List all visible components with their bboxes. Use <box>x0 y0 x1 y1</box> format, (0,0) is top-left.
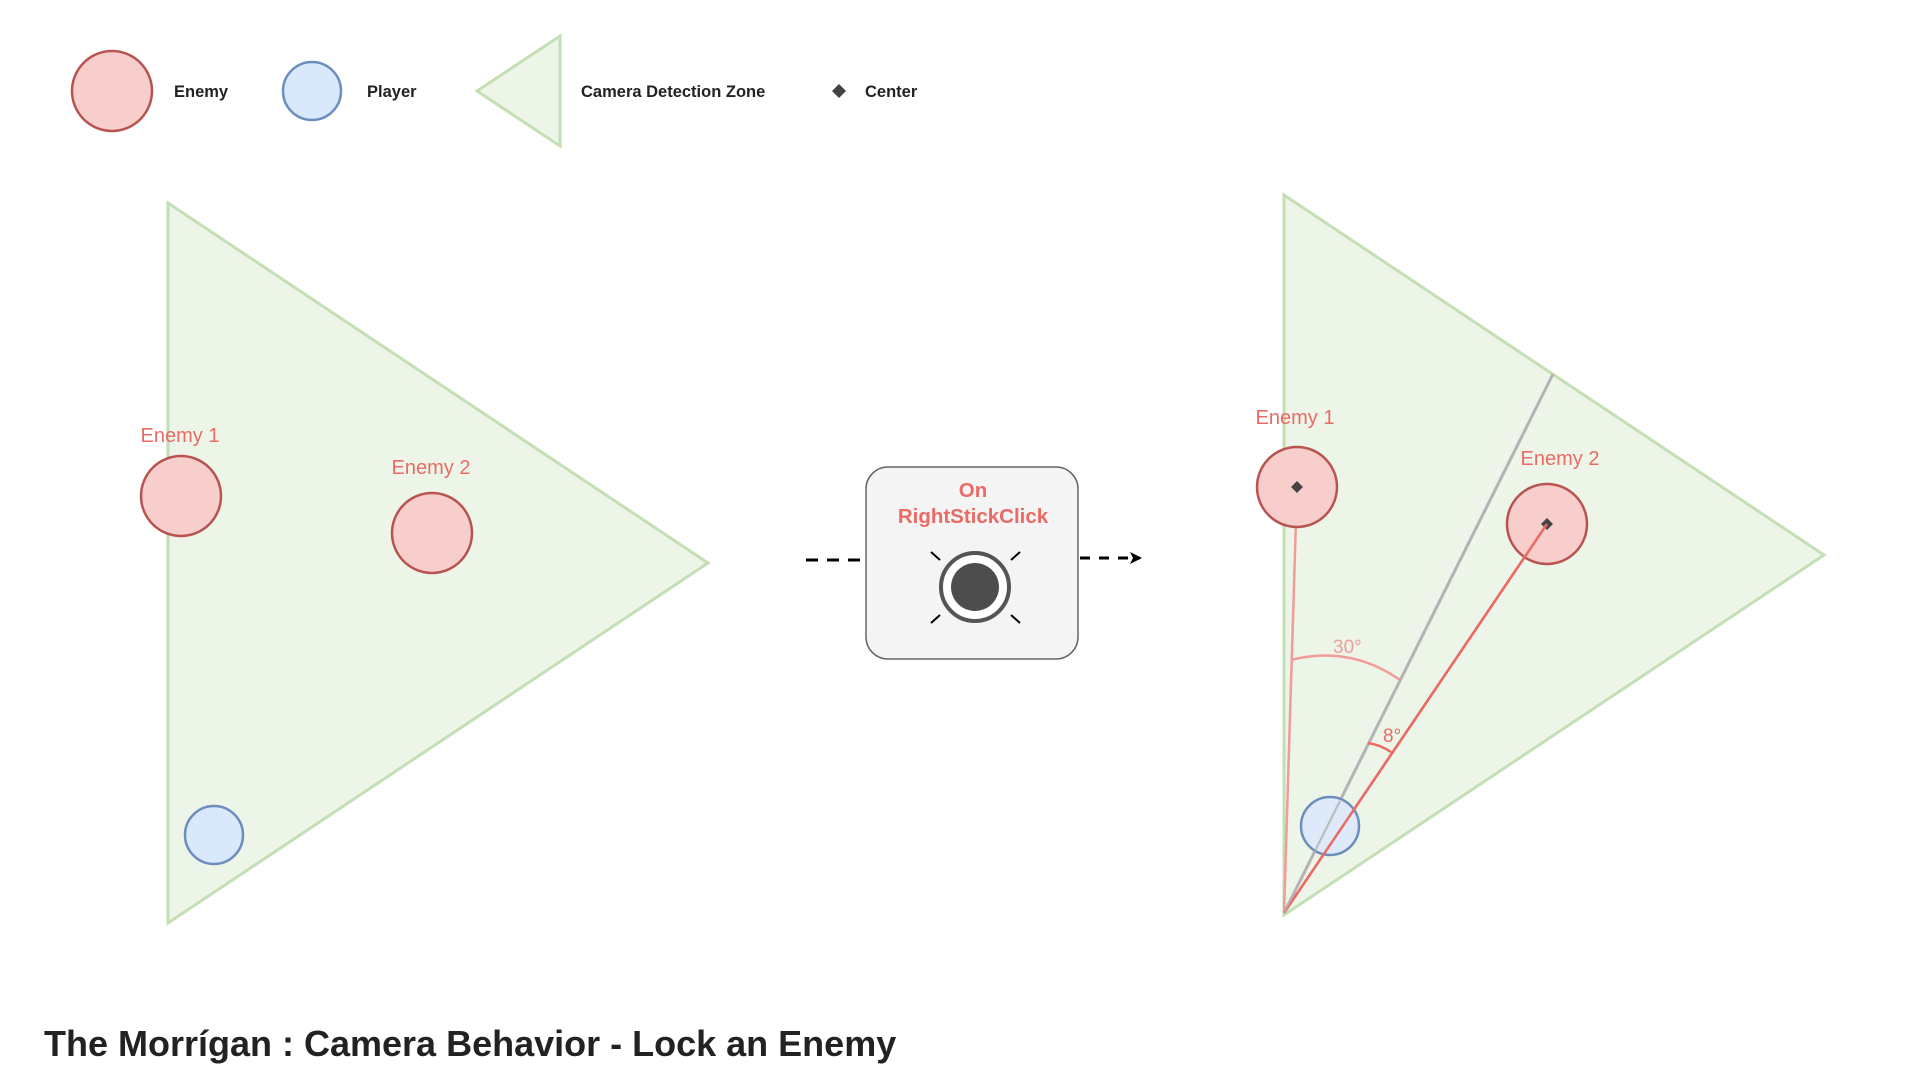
right-scene: 30° 8° Enemy 1 Enemy 2 <box>1256 192 1827 918</box>
legend-player-swatch <box>281 60 343 122</box>
right-player <box>1299 795 1361 857</box>
center-diamond-icon <box>832 84 846 98</box>
left-scene: Enemy 1 Enemy 2 <box>139 200 711 926</box>
left-enemy1 <box>139 454 223 538</box>
legend-enemy-swatch <box>70 49 154 133</box>
right-stick-click-icon <box>930 551 1021 624</box>
left-enemy2 <box>390 491 474 575</box>
trigger-label-line1: On <box>959 479 987 502</box>
right-stick-click-node: On RightStickClick <box>865 466 1079 660</box>
legend-zone-swatch <box>474 33 562 149</box>
page-title: The Morrígan : Camera Behavior - Lock an… <box>44 1023 896 1064</box>
angle-label-enemy2: 8° <box>1383 726 1401 747</box>
left-enemy2-label: Enemy 2 <box>392 457 471 479</box>
angle-arc-enemy1 <box>1290 654 1401 682</box>
angle-arc-enemy2 <box>1367 741 1392 754</box>
line-to-enemy1 <box>1282 486 1299 914</box>
left-player <box>183 804 245 866</box>
legend-player-label: Player <box>367 83 417 101</box>
right-enemy2-label: Enemy 2 <box>1521 448 1600 470</box>
trigger-flow: On RightStickClick <box>806 466 1142 660</box>
legend-enemy-label: Enemy <box>174 83 229 101</box>
legend: Enemy Player Camera Detection Zone Cente… <box>70 33 918 149</box>
line-to-enemy2-overlay <box>1282 523 1549 914</box>
legend-zone-label: Camera Detection Zone <box>581 83 765 101</box>
angle-label-enemy1: 30° <box>1333 637 1362 658</box>
left-enemy1-label: Enemy 1 <box>141 425 220 447</box>
camera-center-line-overlay <box>1283 800 1341 914</box>
legend-center-label: Center <box>865 83 918 101</box>
trigger-label-line2: RightStickClick <box>898 505 1049 528</box>
right-enemy1-label: Enemy 1 <box>1256 407 1335 429</box>
enemy1-center-icon <box>1291 481 1303 493</box>
